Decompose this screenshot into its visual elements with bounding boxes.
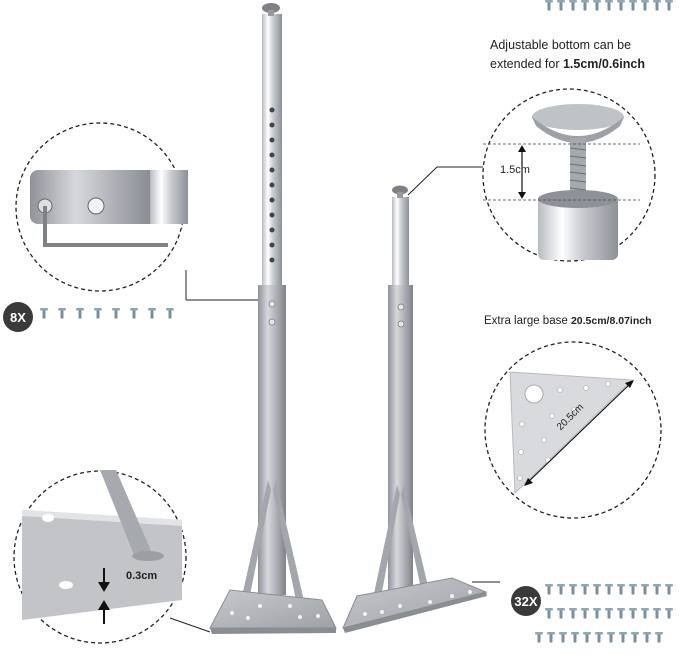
large-screws-count-badge: 32X xyxy=(511,586,541,616)
small-screws-count-badge: 8X xyxy=(3,302,33,332)
extension-label: 1.5cm xyxy=(500,164,530,176)
small-screws xyxy=(40,308,174,319)
base-caption: Extra large base 20.5cm/8.07inch xyxy=(484,315,652,327)
detail-circle-base xyxy=(472,341,662,583)
tall-leg xyxy=(209,3,337,634)
thickness-label: 0.3cm xyxy=(126,570,158,582)
short-leg xyxy=(342,185,488,633)
adjustable-caption-line1: Adjustable bottom can be xyxy=(490,38,632,52)
detail-circle-foot xyxy=(407,88,656,262)
detail-circle-pin xyxy=(15,122,258,301)
detail-circle-thickness xyxy=(13,470,211,644)
adjustable-caption-line2: extended for 1.5cm/0.6inch xyxy=(490,57,645,71)
adjustable-caption: Adjustable bottom can be extended for 1.… xyxy=(490,36,645,74)
